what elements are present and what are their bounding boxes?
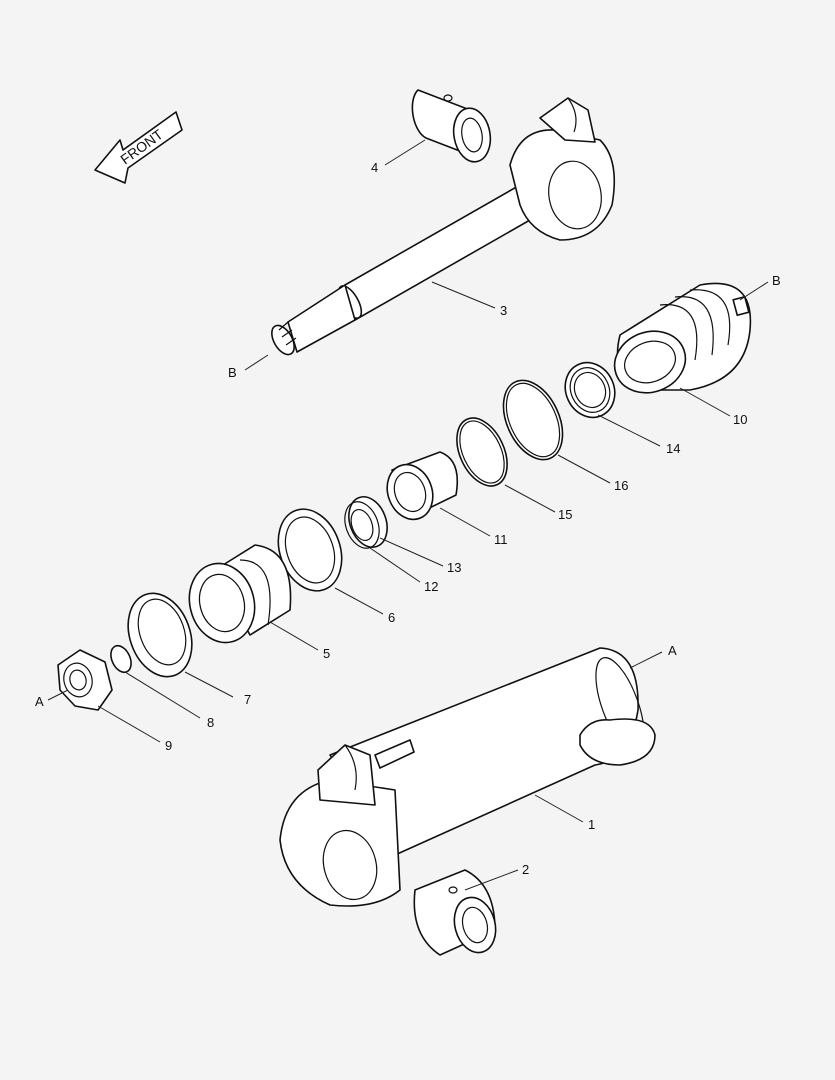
callout-2: 2: [522, 862, 529, 877]
callout-5: 5: [323, 646, 330, 661]
part-3-rod: [271, 97, 616, 356]
part-8-oring: [110, 644, 132, 674]
callout-9: 9: [165, 738, 172, 753]
part-5-head: [188, 544, 292, 644]
callout-7: 7: [244, 692, 251, 707]
callout-ref-a-cylinder: A: [668, 643, 677, 658]
part-11-bushing: [386, 451, 459, 521]
part-14-seal: [564, 361, 616, 419]
callout-ref-a-nut: A: [35, 694, 44, 709]
part-4-pin: [411, 89, 492, 163]
callout-13: 13: [447, 560, 461, 575]
part-1-cylinder: [279, 647, 656, 907]
part-7-ring: [127, 592, 193, 678]
part-16-oring: [502, 379, 564, 461]
callout-10: 10: [733, 412, 747, 427]
callout-ref-b-piston: B: [772, 273, 781, 288]
leader-lines: [47, 139, 769, 891]
callout-ref-b-rod: B: [228, 365, 237, 380]
callout-4: 4: [371, 160, 378, 175]
front-arrow: FRONT: [94, 111, 183, 184]
callout-15: 15: [558, 507, 572, 522]
callout-14: 14: [666, 441, 680, 456]
part-12-13-seals: [344, 496, 388, 549]
callout-12: 12: [424, 579, 438, 594]
part-9-nut: [57, 649, 113, 711]
callout-3: 3: [500, 303, 507, 318]
callout-6: 6: [388, 610, 395, 625]
callout-8: 8: [207, 715, 214, 730]
part-2-pin: [413, 869, 497, 956]
callout-16: 16: [614, 478, 628, 493]
part-10-piston: [613, 282, 752, 394]
part-15-oring: [456, 417, 508, 487]
callout-1: 1: [588, 817, 595, 832]
callout-11: 11: [494, 532, 508, 547]
